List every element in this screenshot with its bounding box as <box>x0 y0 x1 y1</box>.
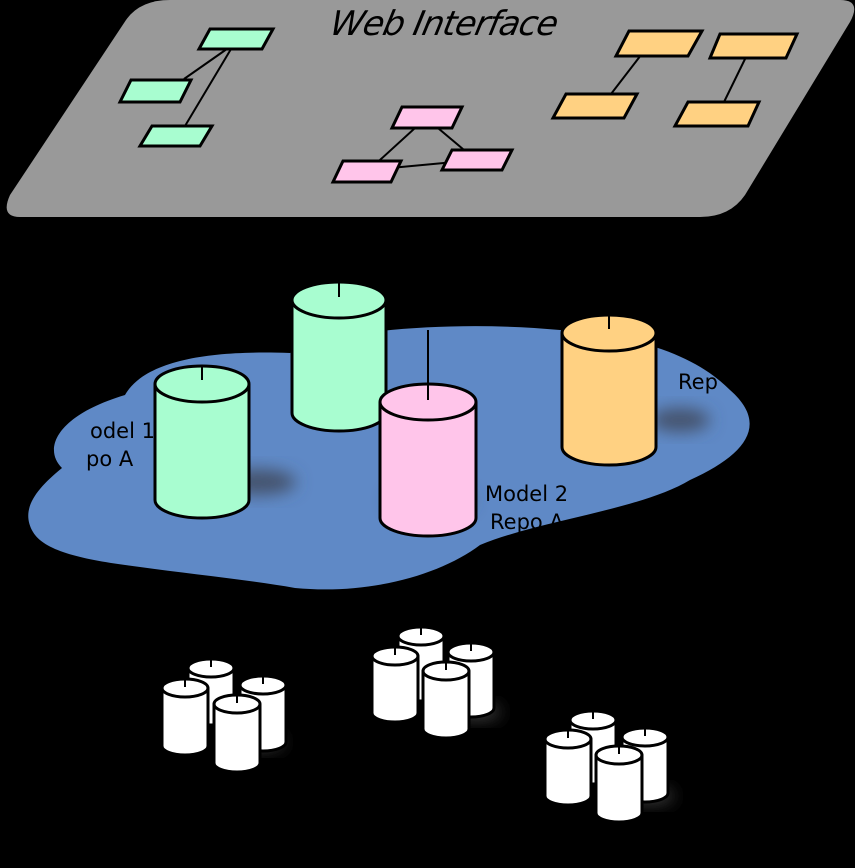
model-3-label-line-1: Rep <box>678 370 718 394</box>
green-front-repo-icon <box>153 364 251 520</box>
storage-cylinder-icon <box>543 728 593 807</box>
storage-cylinder-icon <box>212 693 262 774</box>
pink-node-3 <box>439 148 515 172</box>
orange-node-4 <box>672 100 762 128</box>
pink-node-1 <box>389 105 465 130</box>
green-node-3 <box>137 124 215 148</box>
orange-node-graph-2 <box>672 32 800 128</box>
model-3-label: Rep <box>678 370 718 394</box>
green-node-2 <box>117 78 194 104</box>
storage-cylinder-icon <box>160 677 210 757</box>
storage-cluster-left <box>160 657 288 774</box>
pink-node-graph <box>330 105 515 184</box>
model-1-label-line-2: po A <box>86 447 134 471</box>
web-interface-title: Web Interface <box>327 4 562 44</box>
orange-node-1 <box>613 29 705 58</box>
shadow-orange <box>650 408 710 432</box>
storage-cylinder-icon <box>594 744 644 824</box>
green-node-graph <box>117 27 276 148</box>
orange-node-graph-1 <box>550 29 705 120</box>
storage-cluster-right <box>543 709 674 824</box>
pink-node-2 <box>330 159 404 184</box>
storage-cylinder-icon <box>421 660 471 740</box>
model-2-label: Model 2 Repo A <box>485 482 568 534</box>
green-back-repo-icon <box>290 280 388 433</box>
model-2-label-line-1: Model 2 <box>485 482 568 506</box>
orange-node-3 <box>707 32 800 60</box>
storage-cylinder-icon <box>370 645 420 724</box>
model-1-label-line-1: odel 1 <box>90 419 155 443</box>
pink-repo-icon <box>378 330 478 538</box>
orange-node-2 <box>550 92 640 120</box>
green-node-1 <box>196 27 276 51</box>
model-2-label-line-2: Repo A <box>490 510 564 534</box>
web-interface-panel: Web Interface <box>6 0 855 217</box>
storage-cluster-middle <box>370 625 501 740</box>
model-1-label: odel 1 po A <box>86 419 155 471</box>
orange-repo-icon <box>560 313 658 467</box>
